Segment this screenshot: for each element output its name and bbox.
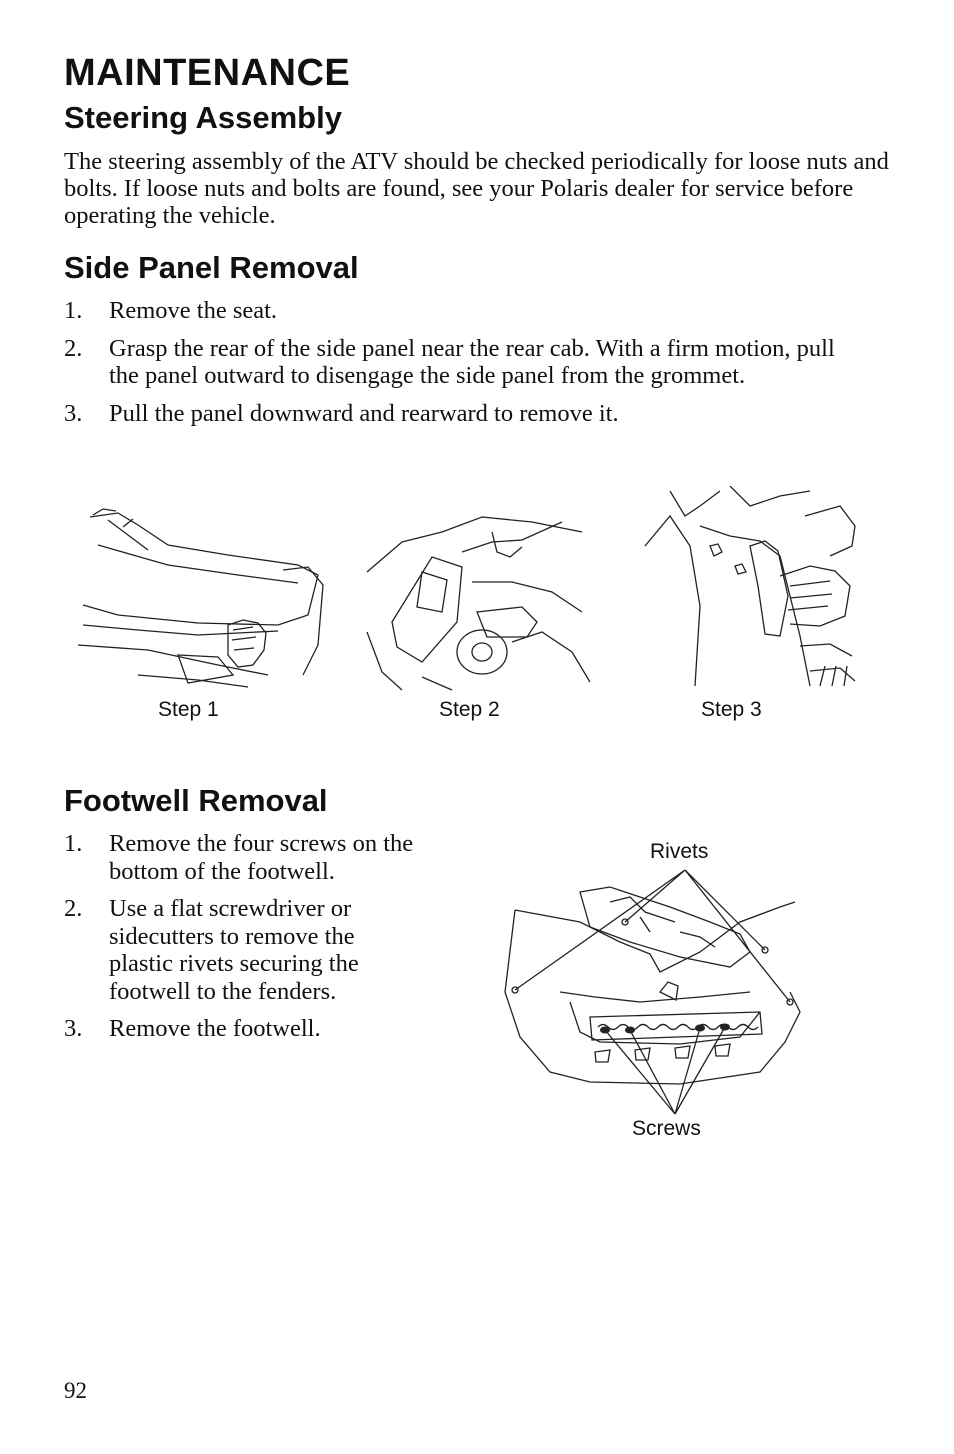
figure-caption: Step 3 [701, 698, 762, 721]
step-number: 3. [64, 399, 83, 427]
step-text: Pull the panel downward and rearward to … [109, 399, 619, 427]
footwell-heading: Footwell Removal [64, 783, 328, 818]
list-item: 2. Grasp the rear of the side panel near … [64, 335, 864, 390]
side-panel-steps: 1. Remove the seat. 2. Grasp the rear of t… [64, 297, 864, 437]
list-item: 1. Remove the seat. [64, 297, 864, 325]
step-1-illustration [78, 508, 324, 688]
figure-caption: Step 2 [439, 698, 500, 721]
footwell-illustration [504, 869, 801, 1115]
step-number: 1. [64, 297, 83, 324]
page-number: 92 [64, 1378, 87, 1403]
step-number: 1. [64, 830, 83, 857]
step-3-illustration [644, 486, 856, 687]
steering-body: The steering assembly of the ATV should … [64, 148, 889, 229]
footwell-steps: 1. Remove the four screws on the bottom o… [64, 830, 424, 1053]
section-title: MAINTENANCE [64, 52, 351, 94]
side-panel-heading: Side Panel Removal [64, 250, 359, 285]
list-item: 3. Remove the footwell. [64, 1015, 424, 1043]
step-text: Grasp the rear of the side panel near th… [109, 334, 835, 390]
step-number: 3. [64, 1015, 83, 1042]
figure-caption: Step 1 [158, 698, 219, 721]
screws-label: Screws [632, 1117, 701, 1140]
list-item: 2. Use a flat screwdriver or sidecutters … [64, 895, 424, 1005]
steering-heading: Steering Assembly [64, 100, 342, 135]
list-item: 1. Remove the four screws on the bottom o… [64, 830, 424, 885]
step-2-illustration [366, 516, 591, 691]
step-number: 2. [64, 895, 83, 922]
step-text: Remove the footwell. [109, 1015, 321, 1042]
step-number: 2. [64, 334, 83, 362]
step-text: Use a flat screwdriver or sidecutters to… [109, 895, 359, 1005]
list-item: 3. Pull the panel downward and rearward t… [64, 400, 864, 428]
rivets-label: Rivets [650, 840, 709, 863]
step-text: Remove the seat. [109, 297, 278, 324]
step-text: Remove the four screws on the bottom of … [109, 830, 414, 885]
